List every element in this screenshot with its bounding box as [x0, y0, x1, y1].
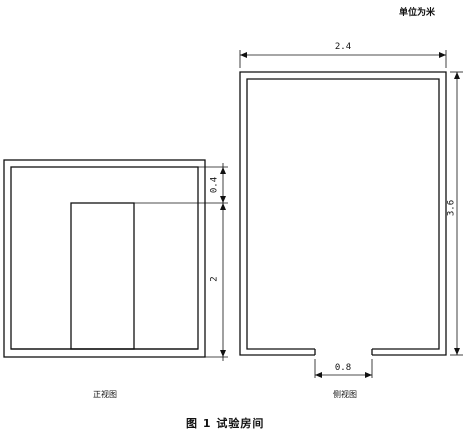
unit-note: 单位为米	[399, 8, 436, 18]
figure-caption: 图 1 试验房间	[186, 417, 265, 430]
dim-opening-width: 0.8	[335, 363, 351, 373]
front-view-caption: 正视图	[93, 390, 117, 399]
dim-side-width: 2.4	[335, 42, 351, 52]
side-view-frame	[239, 71, 447, 356]
side-view-caption: 侧视图	[333, 390, 357, 399]
front-dimension-arrows	[220, 167, 226, 357]
dim-top-height: 0.4	[210, 177, 220, 193]
front-outer-wall	[3, 159, 206, 358]
front-view-frame	[3, 159, 206, 358]
front-inner-wall	[10, 166, 199, 350]
front-door	[70, 202, 135, 350]
dim-door-height: 2	[210, 276, 220, 281]
side-dimension-arrows	[240, 52, 460, 378]
dim-side-depth: 3.6	[447, 200, 457, 216]
side-outer-wall	[239, 71, 447, 356]
side-dimension-lines	[239, 50, 463, 378]
side-inner-wall	[246, 78, 440, 350]
